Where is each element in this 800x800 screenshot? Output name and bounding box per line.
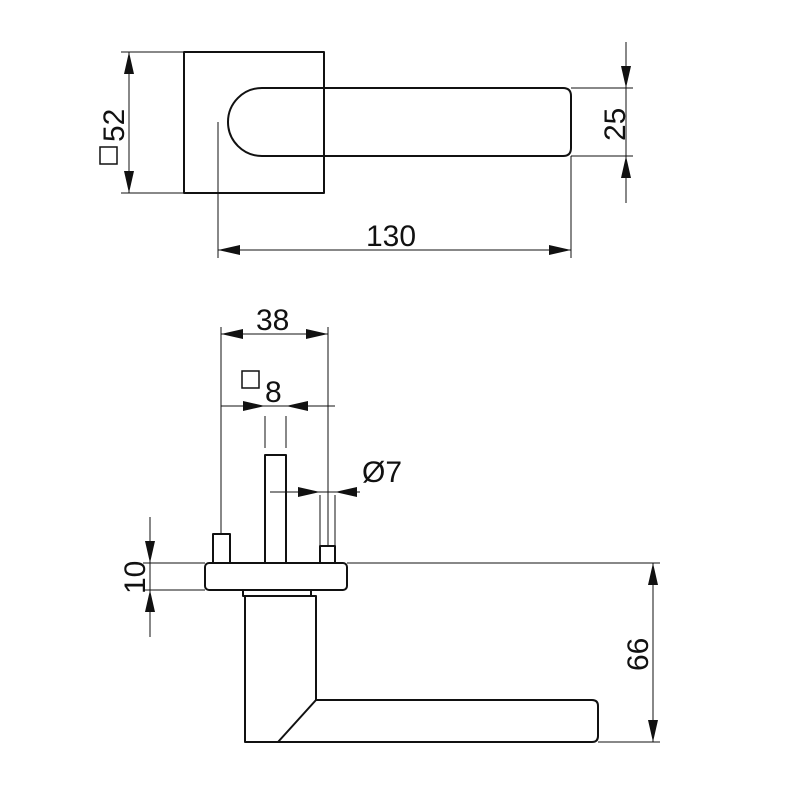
rose-plate-side	[204, 562, 348, 591]
square-symbol	[99, 146, 118, 165]
dim-screw-diameter-label: Ø7	[362, 456, 402, 489]
dim-handle-thickness-label: 25	[599, 108, 632, 141]
lever-handle-side	[244, 595, 599, 743]
dim-fixing-centres: 38	[220, 304, 329, 546]
dim-spindle-square-label: 8	[265, 376, 282, 409]
top-view: 52 25 130	[98, 42, 633, 258]
side-view: 38 8 Ø7 10	[119, 304, 660, 743]
dim-handle-thickness: 25	[571, 42, 633, 203]
lever-bevel-line	[277, 699, 317, 743]
dim-spindle-square: 8	[221, 370, 335, 411]
dim-screw-diameter: Ø7	[270, 456, 402, 497]
dim-rose-square-label: 52	[98, 109, 131, 142]
dim-rose-height: 10	[119, 517, 205, 637]
fixing-pin-right	[319, 545, 336, 564]
dim-fixing-centres-label: 38	[256, 304, 289, 337]
square-symbol-small	[241, 370, 260, 389]
rose-square-top	[183, 51, 325, 194]
lever-handle-top	[227, 87, 572, 157]
spindle	[264, 454, 287, 564]
dim-handle-drop-label: 66	[622, 638, 655, 671]
dim-handle-length-label: 130	[366, 220, 416, 253]
dim-rose-square: 52	[98, 51, 184, 194]
dim-handle-drop: 66	[347, 562, 660, 743]
dim-rose-height-label: 10	[119, 561, 152, 594]
dim-handle-length: 130	[217, 122, 572, 258]
fixing-pin-left	[212, 533, 231, 564]
